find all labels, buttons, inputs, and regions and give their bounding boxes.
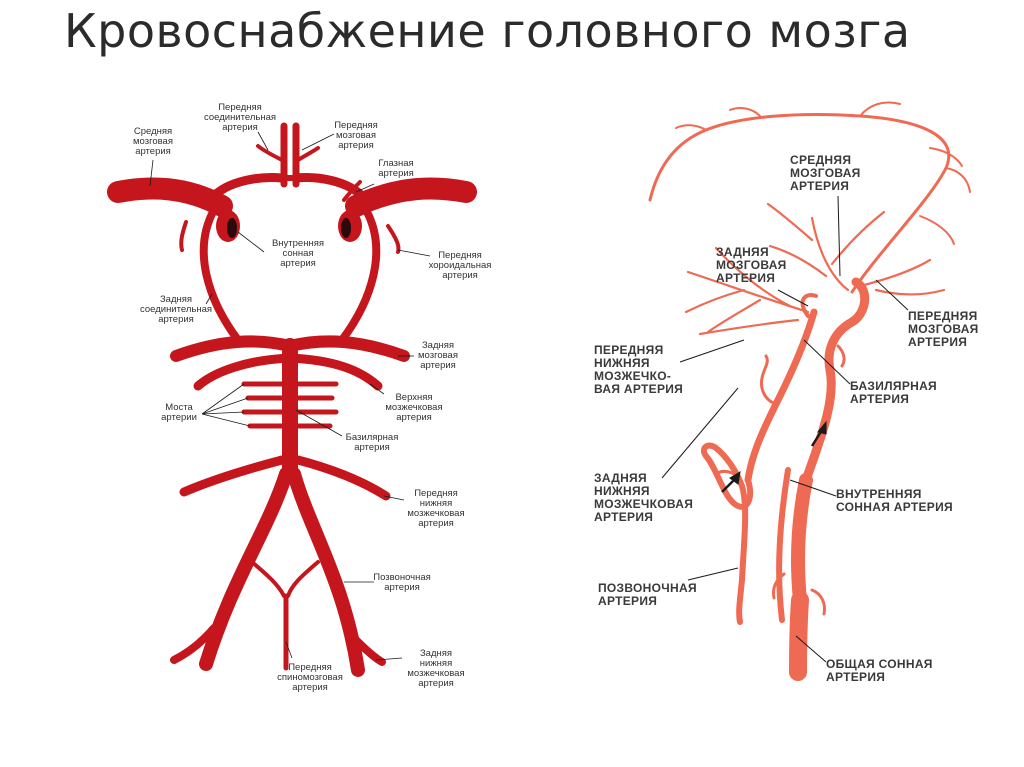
internal-carotid-artery — [791, 473, 813, 607]
page-title: Кровоснабжение головного мозга — [64, 4, 911, 58]
superior-cerebellar-artery-left — [193, 353, 295, 391]
base-branch-2 — [836, 344, 846, 368]
anterior-spinal-artery-left-root — [250, 560, 286, 598]
ophthalmic-artery — [342, 180, 362, 202]
common-carotid-artery — [789, 591, 809, 681]
external-carotid-artery — [776, 467, 791, 623]
arrow-up-icon — [810, 420, 827, 447]
anterior-branch-right — [296, 146, 320, 162]
internal-carotid-right-lumen — [341, 218, 351, 238]
external-carotid-branch-2 — [772, 572, 786, 600]
anterior-branch-left — [256, 144, 284, 162]
vertebral-artery-left — [199, 467, 293, 671]
anterior-cerebral-artery-left — [207, 173, 287, 203]
arch-branch-6 — [929, 147, 963, 167]
vertebral-artery-right — [287, 467, 365, 677]
arrow-up-icon — [721, 471, 741, 493]
basilar-artery-right — [744, 308, 818, 484]
left-diagram — [107, 122, 477, 677]
anterior-choroidal-artery-left — [179, 220, 188, 252]
anterior-inferior-cerebellar-artery-right — [760, 354, 778, 406]
anterior-inferior-cerebellar-artery-left — [179, 455, 287, 497]
left-leaders — [149, 131, 431, 661]
posterior-cerebral-branches — [684, 246, 810, 336]
anterior-cerebral-artery-right — [291, 173, 369, 203]
anterior-cerebral-arch — [648, 113, 951, 294]
arch-branch-1 — [859, 101, 901, 117]
right-leaders — [661, 195, 909, 663]
arch-branch-4 — [729, 107, 761, 117]
superior-cerebellar-artery-right — [285, 353, 383, 391]
external-carotid-branch — [810, 588, 826, 616]
posterior-inferior-cerebellar-artery-right — [348, 632, 386, 666]
posterior-inferior-cerebellar-artery-left — [170, 624, 218, 664]
anterior-spinal-artery-right-root — [286, 560, 320, 598]
vertebral-artery-right — [700, 442, 754, 625]
internal-carotid-left-lumen — [227, 218, 237, 238]
right-diagram — [648, 101, 971, 681]
middle-cerebral-artery-left — [107, 177, 233, 217]
anterior-inferior-cerebellar-artery-right — [293, 455, 391, 501]
arch-branch-3 — [919, 215, 955, 245]
base-branch-1 — [800, 293, 818, 318]
arch-branch-5 — [675, 124, 707, 131]
flow-arrows — [721, 420, 827, 493]
posterior-communicating-artery-left — [199, 206, 242, 344]
arch-branch-2 — [945, 167, 971, 193]
anterior-choroidal-artery-right — [386, 224, 401, 254]
middle-cerebral-artery-right — [345, 177, 477, 217]
middle-cerebral-branches — [766, 202, 946, 296]
posterior-communicating-artery-right — [338, 206, 381, 344]
internal-carotid-ends — [216, 210, 362, 242]
